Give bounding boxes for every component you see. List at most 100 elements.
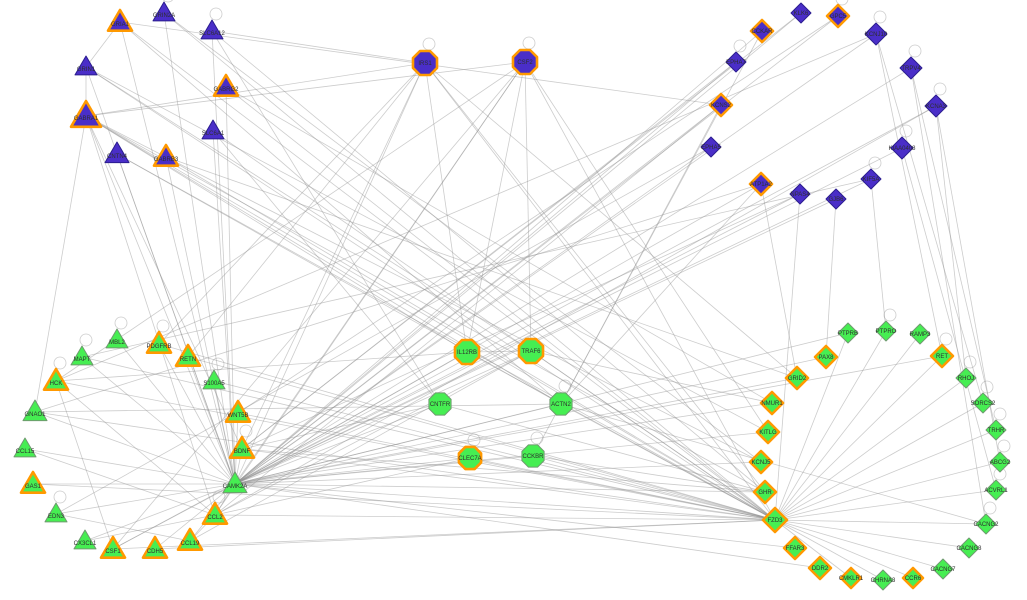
diamond-shape-icon [825, 188, 847, 210]
triangle-shape-icon [44, 502, 68, 523]
node-PTPRO[interactable]: PTPRO [875, 320, 897, 342]
edge-KIAA0408-ACVRL1 [901, 147, 997, 491]
node-CCKBR[interactable]: CCKBR [521, 444, 545, 468]
edge-CSF2-HCK [55, 61, 526, 382]
node-CACNG3[interactable]: CACNG3 [956, 537, 982, 559]
edge-CCL15-CAMK2A [24, 448, 236, 485]
edge-GNAO1-CAMK2A [34, 411, 236, 485]
node-CACNG7[interactable]: CACNG7 [930, 558, 956, 580]
node-SLC6A1[interactable]: SLC6A1 [201, 119, 225, 140]
node-CHRNA3[interactable]: CHRNA3 [871, 569, 896, 591]
node-ACTN2[interactable]: ACTN2 [549, 392, 573, 416]
node-FFAR3[interactable]: FFAR3 [782, 535, 808, 561]
edge-TRAF6-CCL2 [214, 350, 532, 516]
triangle-shape-icon [212, 73, 240, 97]
node-IL12RB[interactable]: IL12RB [453, 338, 481, 366]
node-CSF1[interactable]: CSF1 [99, 535, 127, 559]
node-KCNJ10[interactable]: KCNJ10 [864, 22, 888, 46]
node-CACNG2[interactable]: CACNG2 [973, 513, 999, 535]
node-CCR6[interactable]: CCR6 [901, 566, 925, 590]
node-GABRG2[interactable]: GABRG2 [212, 73, 240, 97]
node-KITLG[interactable]: KITLG [755, 419, 781, 445]
triangle-shape-icon [104, 141, 130, 164]
edge-GRIN2A-KCNJ5 [163, 12, 762, 463]
triangle-shape-icon [141, 535, 169, 559]
node-SORCS2[interactable]: SORCS2 [971, 392, 996, 414]
edge-CX3CL1-CAMK2A [84, 483, 236, 542]
edge-CNTN4-CAMK2A [116, 153, 236, 485]
node-EPHA5[interactable]: EPHA5 [700, 136, 722, 158]
edge-PDGFRB-CAMK2A [158, 343, 236, 485]
self-loop-ACTN2 [558, 379, 572, 393]
edge-SLC6A1-CAMK2A [212, 130, 236, 485]
node-CNTFR[interactable]: CNTFR [428, 392, 452, 416]
edge-ACTN2-FZD3 [560, 403, 776, 521]
node-HCK[interactable]: HCK [42, 367, 70, 391]
edge-KCNA3-CSF1 [112, 105, 937, 550]
node-CNTN4[interactable]: CNTN4 [104, 141, 130, 164]
edge-NPAS4-FZD3 [774, 193, 801, 521]
node-GNAO1[interactable]: GNAO1 [22, 399, 48, 422]
diamond-shape-icon [755, 419, 781, 445]
node-CMKLR1[interactable]: CMKLR1 [839, 566, 864, 590]
node-NMUR1[interactable]: NMUR1 [759, 390, 785, 416]
self-loop-CCL2 [212, 490, 226, 504]
self-loop-CACNG2 [983, 501, 997, 515]
triangle-shape-icon [73, 529, 97, 550]
node-GABRA1[interactable]: GABRA1 [69, 99, 103, 129]
triangle-shape-icon [222, 471, 248, 494]
edge-CLEC7A-FZD3 [469, 457, 776, 521]
self-loop-EPHA7 [733, 39, 747, 53]
node-RHOJ[interactable]: RHOJ [955, 367, 977, 389]
triangle-shape-icon [70, 345, 94, 366]
node-GRID2[interactable]: GRID2 [784, 365, 810, 391]
node-KCNJ5[interactable]: KCNJ5 [748, 449, 774, 475]
edge-KCNS2-CAMK2A [234, 104, 722, 485]
node-CLEC7A[interactable]: CLEC7A [457, 445, 483, 471]
edge-KLK6-BDNF [241, 12, 802, 450]
node-PTPRB[interactable]: PTPRB [837, 322, 859, 344]
edge-GABRA1-KCNJ5 [85, 115, 762, 463]
edge-KITLG-CAMK2A [234, 431, 769, 485]
node-TRPV4[interactable]: TRPV4 [899, 56, 923, 80]
self-loop-KCNJ10 [873, 10, 887, 24]
triangle-shape-icon [13, 437, 37, 458]
node-MBL2[interactable]: MBL2 [105, 328, 129, 349]
edge-CMKLR1-FZD3 [774, 519, 852, 579]
node-GAS1[interactable]: GAS1 [19, 470, 47, 494]
edge-RET-CAMK2A [234, 355, 943, 485]
node-KLK6[interactable]: KLK6 [790, 2, 812, 24]
node-GPC5[interactable]: GPC5 [825, 3, 851, 29]
node-KIF5A[interactable]: KIF5A [860, 168, 882, 190]
node-ACVRL1[interactable]: ACVRL1 [984, 479, 1008, 501]
node-CCL15[interactable]: CCL15 [13, 437, 37, 458]
node-TRHR[interactable]: TRHR [985, 419, 1007, 441]
node-GRIN1[interactable]: GRIN1 [74, 55, 98, 76]
node-RAMP3[interactable]: RAMP3 [909, 323, 931, 345]
triangle-shape-icon [99, 535, 127, 559]
node-KIAA0408[interactable]: KIAA0408 [888, 136, 916, 160]
edge-RETN-CAMK2A [187, 356, 236, 485]
node-PAX8[interactable]: PAX8 [813, 344, 839, 370]
node-IRS1[interactable]: IRS1 [411, 49, 439, 77]
edge-CCKAR-CAMK2A [234, 30, 763, 485]
node-GRIN2A[interactable]: GRIN2A [152, 1, 176, 22]
node-CSF2[interactable]: CSF2 [511, 48, 539, 76]
edge-GABRB3-GRID2 [165, 156, 798, 379]
node-SLC6A12[interactable]: SLC6A12 [199, 19, 226, 40]
node-ABCG2[interactable]: ABCG2 [989, 451, 1011, 473]
node-TRAF6[interactable]: TRAF6 [517, 337, 545, 365]
edge-HCK-CSF1 [55, 380, 114, 550]
edge-GAS1-FZD3 [32, 483, 776, 521]
edge-MAPT-CAMK2A [81, 356, 236, 485]
node-ATP1A2[interactable]: ATP1A2 [748, 171, 774, 197]
edge-RETN-FZD3 [187, 356, 776, 521]
edge-CCKBR-GHR [532, 455, 766, 493]
node-KCNA3[interactable]: KCNA3 [924, 94, 948, 118]
node-GHR[interactable]: GHR [752, 479, 778, 505]
node-GRIA1[interactable]: GRIA1 [106, 8, 134, 32]
edge-KIF5A-CAMK2A [234, 178, 872, 485]
edge-ACTN2-CACNG2 [560, 403, 987, 525]
